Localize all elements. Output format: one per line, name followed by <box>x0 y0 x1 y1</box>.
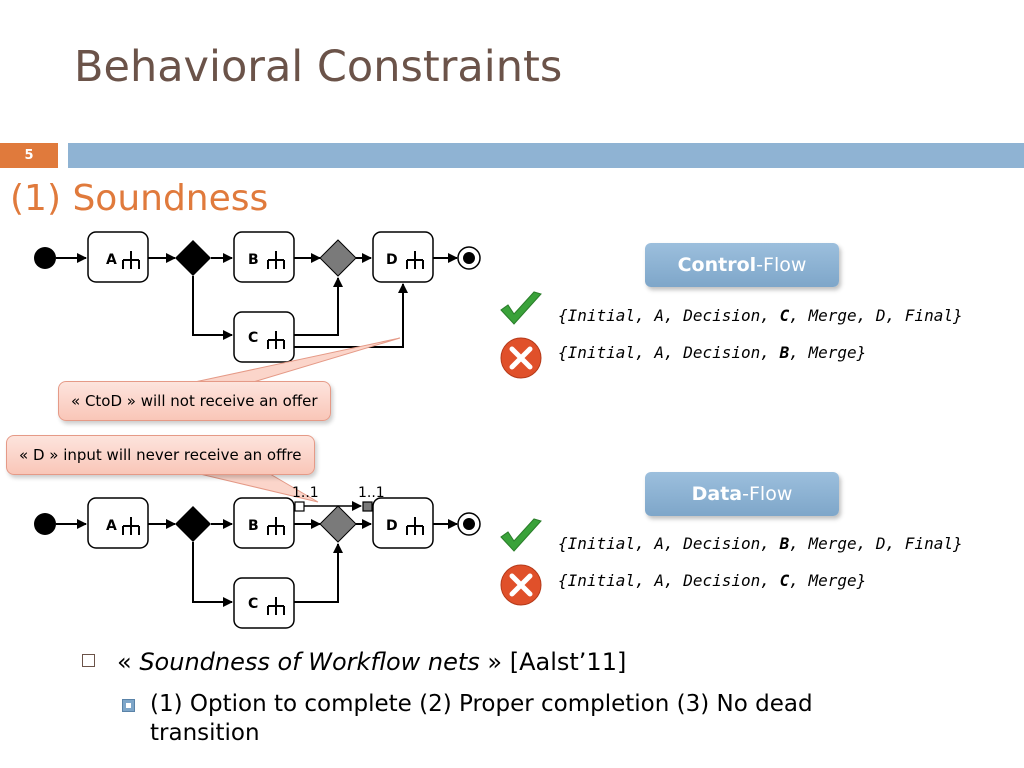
data-invalid-sequence: {Initial, A, Decision, C, Merge} <box>558 571 866 590</box>
control-flow-diagram: A B D C <box>34 231 481 363</box>
cross-icon <box>500 337 542 379</box>
activity-label: B <box>248 518 259 534</box>
activity-label: D <box>386 518 398 534</box>
seq-highlight: C <box>779 571 790 590</box>
activity-label: D <box>386 252 398 268</box>
bullet-text: (1) Option to complete (2) Proper comple… <box>150 691 813 746</box>
seq-highlight: B <box>779 343 790 362</box>
callout-d-input: « D » input will never receive an offre <box>6 435 315 475</box>
decision-node[interactable] <box>175 240 211 276</box>
multiplicity-label: 1..1 <box>292 485 319 501</box>
multiplicity-label: 1..1 <box>358 485 385 501</box>
activity-b[interactable]: B <box>233 497 295 549</box>
activity-label: A <box>106 518 117 534</box>
decision-node[interactable] <box>175 506 211 542</box>
check-icon <box>500 291 542 325</box>
control-invalid-sequence: {Initial, A, Decision, B, Merge} <box>558 343 866 362</box>
seq-highlight: C <box>779 306 790 325</box>
activity-d[interactable]: D <box>372 497 434 549</box>
control-flow-label: Control-Flow <box>645 243 839 287</box>
callout-ctod: « CtoD » will not receive an offer <box>58 381 331 421</box>
bullet-text: « <box>117 648 140 676</box>
seq-part: {Initial, A, Decision, <box>558 534 780 553</box>
seq-part: , Merge, D, Final} <box>789 306 963 325</box>
bullet-italic-text: Soundness of Workflow nets <box>139 648 480 676</box>
activity-label: B <box>248 252 259 268</box>
merge-node[interactable] <box>319 505 357 543</box>
check-icon <box>500 518 542 552</box>
activity-a[interactable]: A <box>87 231 149 283</box>
seq-part: {Initial, A, Decision, <box>558 343 780 362</box>
flow-label-rest: -Flow <box>756 254 807 276</box>
initial-node-icon <box>34 513 56 535</box>
activity-b[interactable]: B <box>233 231 295 283</box>
slide-title: Behavioral Constraints <box>74 42 563 92</box>
seq-highlight: B <box>779 534 790 553</box>
data-flow-diagram: A B 1..1 1..1 D <box>34 485 481 629</box>
hollow-square-bullet-icon <box>82 653 95 667</box>
output-pin[interactable] <box>294 501 305 512</box>
flow-label-rest: -Flow <box>742 483 793 505</box>
activity-c[interactable]: C <box>233 311 295 363</box>
final-node-icon <box>457 246 481 270</box>
seq-part: , Merge} <box>789 571 867 590</box>
callout-pointer <box>189 337 401 384</box>
section-heading: (1) Soundness <box>10 178 269 219</box>
bullet-text: » [Aalst’11] <box>479 648 627 676</box>
seq-part: , Merge, D, Final} <box>789 534 963 553</box>
activity-c[interactable]: C <box>233 577 295 629</box>
data-valid-sequence: {Initial, A, Decision, B, Merge, D, Fina… <box>558 534 963 553</box>
input-pin[interactable] <box>362 501 373 512</box>
activity-label: C <box>248 330 258 346</box>
initial-node-icon <box>34 247 56 269</box>
final-node-icon <box>457 512 481 536</box>
activity-label: C <box>248 596 258 612</box>
control-valid-sequence: {Initial, A, Decision, C, Merge, D, Fina… <box>558 306 963 325</box>
bullet-level1: « Soundness of Workflow nets » [Aalst’11… <box>82 648 626 676</box>
activity-a[interactable]: A <box>87 497 149 549</box>
activity-label: A <box>106 252 117 268</box>
seq-part: {Initial, A, Decision, <box>558 571 780 590</box>
seq-part: {Initial, A, Decision, <box>558 306 780 325</box>
flow-label-bold: Control <box>677 254 757 276</box>
page-number: 5 <box>0 143 58 168</box>
square-bullet-icon <box>122 699 135 712</box>
header-bar <box>68 143 1024 168</box>
bullet-level2: (1) Option to complete (2) Proper comple… <box>122 690 882 748</box>
cross-icon <box>500 564 542 606</box>
seq-part: , Merge} <box>789 343 867 362</box>
activity-d[interactable]: D <box>372 231 434 283</box>
flow-label-bold: Data <box>691 483 743 505</box>
merge-node[interactable] <box>319 239 357 277</box>
data-flow-label: Data-Flow <box>645 472 839 516</box>
